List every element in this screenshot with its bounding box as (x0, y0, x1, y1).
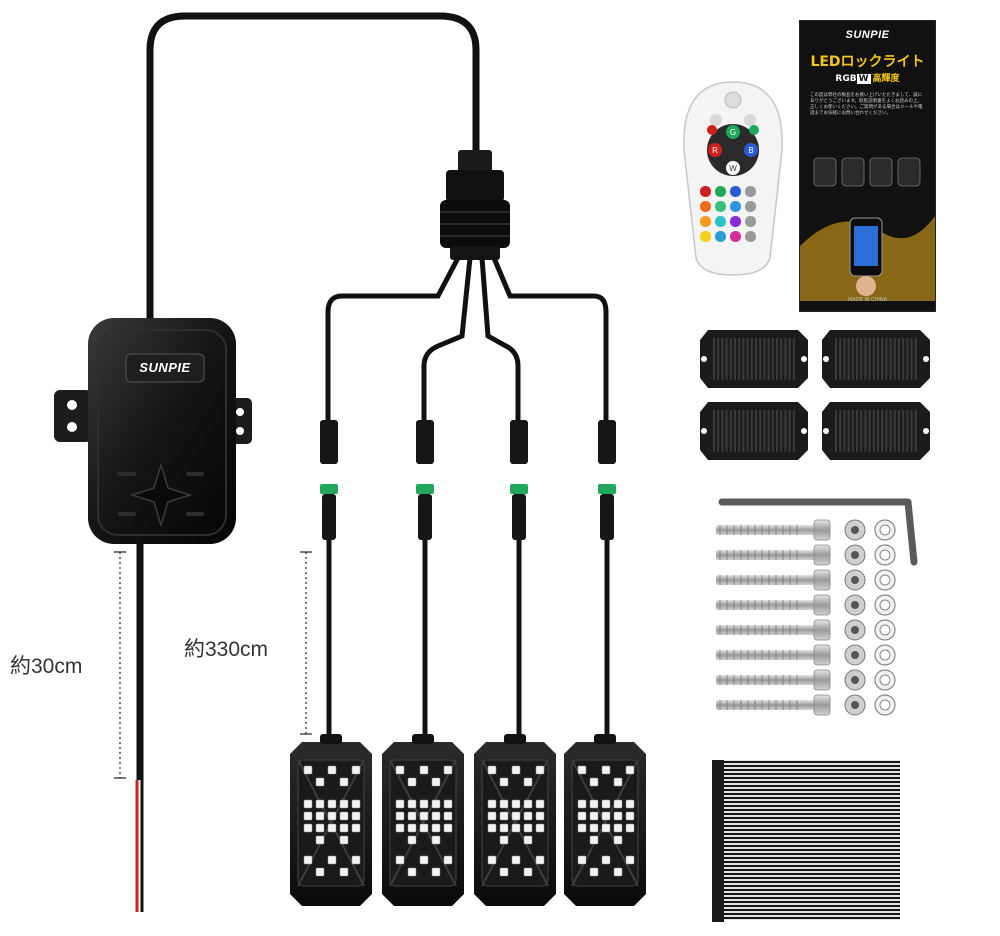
rock-light-1 (290, 734, 372, 906)
bracket-2 (822, 330, 930, 388)
bolt-set-8 (716, 694, 896, 716)
manual-title: LEDロックライト (810, 54, 925, 70)
manual-brand: SUNPIE (845, 29, 890, 41)
rock-light-2 (382, 734, 464, 906)
bolt-set-2 (716, 544, 896, 566)
splitter-connector (440, 150, 510, 260)
branch-cable-length-label: 約330cm (184, 638, 269, 661)
rock-light-3 (474, 734, 556, 906)
bolt-set-5 (716, 619, 896, 641)
remote-letter-w: W (729, 164, 737, 173)
bolt-set-1 (716, 519, 896, 541)
dimension-marker-main (114, 551, 126, 779)
rock-lights (290, 734, 646, 906)
main-cable-length-label: 約30cm (10, 655, 83, 678)
rock-light-4 (564, 734, 646, 906)
manual-rgb: RGB (835, 74, 857, 84)
bolt-set-7 (716, 669, 896, 691)
branch-connectors (320, 420, 616, 540)
manual-footer: MADE IN CHINA (847, 297, 888, 303)
bracket-1 (700, 330, 808, 388)
cable-ties (712, 760, 900, 922)
remote-letter-g: G (730, 128, 736, 137)
manual-artwork (800, 157, 935, 301)
controller-brand-logo: SUNPIE (139, 360, 191, 375)
bolt-set-6 (716, 644, 896, 666)
power-lead (135, 544, 144, 912)
manual-brightness: 高輝度 (872, 74, 900, 84)
bolt-set-3 (716, 569, 896, 591)
bolt-set-4 (716, 594, 896, 616)
connector-pair-2 (416, 420, 434, 540)
connector-pair-3 (510, 420, 528, 540)
remote-letter-b: B (748, 146, 753, 155)
connector-pair-4 (598, 420, 616, 540)
dimension-marker-branch (300, 551, 312, 735)
manual-w: W (856, 74, 871, 84)
light-leads (326, 540, 610, 742)
connector-pair-1 (320, 420, 338, 540)
remote-letter-r: R (712, 146, 718, 155)
remote-color-buttons (700, 186, 756, 242)
main-cable (146, 12, 480, 322)
mounting-brackets (700, 330, 930, 460)
bracket-4 (822, 402, 930, 460)
controller-box (54, 318, 252, 544)
allen-key (718, 498, 918, 566)
branch-cables (325, 255, 609, 423)
manual-body-text: この度は弊社の製品をお買い上げいただきまして、誠にありがとうございます。取扱説明… (810, 93, 923, 116)
bracket-3 (700, 402, 808, 460)
bolt-hardware (716, 519, 896, 716)
remote-control: G R B W (683, 81, 783, 276)
